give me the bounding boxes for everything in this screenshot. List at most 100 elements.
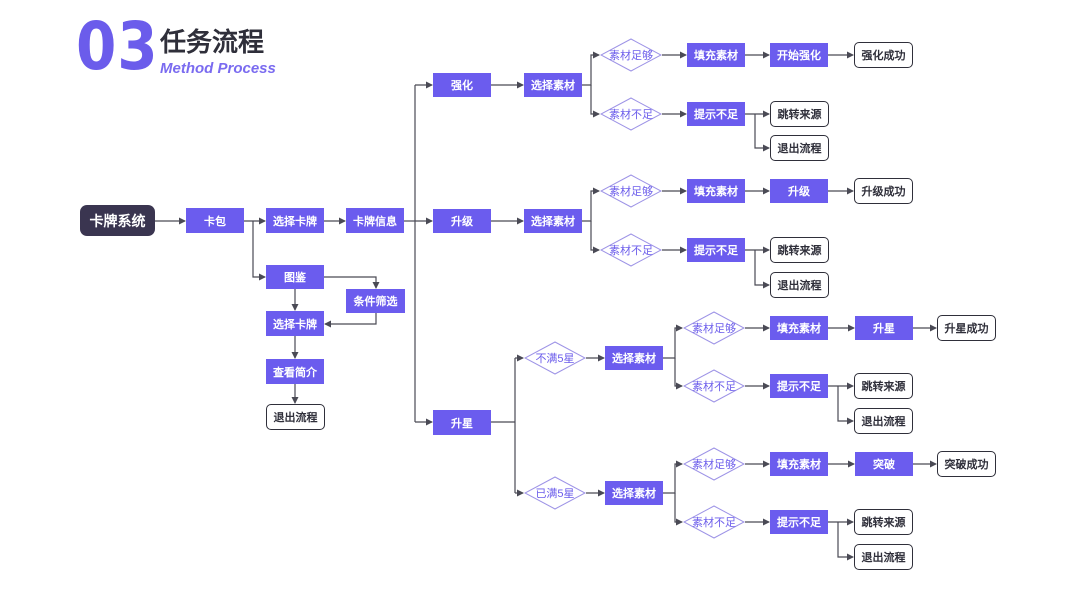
connector: [754, 250, 770, 289]
node-upgrade-fill: 填充素材: [687, 179, 745, 203]
node-upgrade-select: 选择素材: [524, 209, 582, 233]
section-number: 03: [76, 8, 159, 85]
connector-to-gallery: [252, 221, 266, 281]
node-at-max-execute: 突破: [855, 452, 913, 476]
node-label: 升级: [451, 216, 473, 228]
node-label: 退出流程: [777, 280, 822, 292]
node-label: 卡牌信息: [353, 215, 397, 228]
node-upgrade-jump: 跳转来源: [770, 237, 829, 263]
node-card-pack: 卡包: [186, 208, 244, 233]
node-label: 退出流程: [861, 416, 906, 428]
decision-label: 素材足够: [609, 50, 653, 62]
node-label: 跳转来源: [777, 109, 822, 121]
connector: [754, 114, 770, 152]
node-filter: 条件筛选: [346, 289, 405, 313]
node-enhance-success: 强化成功: [854, 42, 913, 68]
connector: [590, 221, 600, 254]
node-label: 退出流程: [777, 143, 822, 155]
node-below-max-jump: 跳转来源: [854, 373, 913, 399]
decision-enhance-enough: 素材足够: [600, 38, 662, 72]
decision-label: 已满5星: [535, 488, 575, 500]
node-below-max-select: 选择素材: [605, 346, 663, 370]
node-at-max-exit: 退出流程: [854, 544, 913, 570]
node-enhance-jump: 跳转来源: [770, 101, 829, 127]
node-label: 选择卡牌: [273, 318, 317, 331]
node-upgrade-exit: 退出流程: [770, 272, 829, 298]
node-label: 升星: [873, 323, 895, 335]
decision-below-max-enough: 素材足够: [683, 311, 745, 345]
decision-label: 素材不足: [692, 517, 736, 529]
page-title: 任务流程: [160, 27, 265, 57]
node-upgrade: 升级: [433, 209, 491, 233]
node-at-max-fill: 填充素材: [770, 452, 828, 476]
node-upgrade-execute: 升级: [770, 179, 828, 203]
connector: [837, 522, 854, 561]
node-enhance-fill: 填充素材: [687, 43, 745, 67]
decision-label: 素材不足: [609, 109, 653, 121]
page-subtitle: Method Process: [160, 60, 276, 77]
node-gallery-select-card: 选择卡牌: [266, 311, 324, 336]
node-label: 提示不足: [694, 109, 738, 121]
node-label: 强化成功: [861, 50, 906, 62]
connector: [674, 358, 683, 390]
node-label: 提示不足: [694, 245, 738, 257]
node-label: 填充素材: [694, 186, 738, 198]
node-below-max-prompt: 提示不足: [770, 374, 828, 398]
decision-label: 不满5星: [535, 353, 575, 365]
decision-below-max-star: 不满5星: [524, 341, 586, 375]
decision-label: 素材足够: [692, 323, 736, 335]
decision-below-max-insufficient: 素材不足: [683, 369, 745, 403]
node-label: 提示不足: [777, 517, 821, 529]
node-label: 跳转来源: [861, 381, 906, 393]
node-at-max-jump: 跳转来源: [854, 509, 913, 535]
node-label: 选择素材: [531, 80, 575, 92]
node-at-max-success: 突破成功: [937, 451, 996, 477]
connector: [663, 324, 683, 359]
node-label: 选择卡牌: [273, 215, 317, 228]
decision-at-max-insufficient: 素材不足: [683, 505, 745, 539]
node-label: 跳转来源: [861, 517, 906, 529]
node-gallery-exit: 退出流程: [266, 404, 325, 430]
node-upgrade-success: 升级成功: [854, 178, 913, 204]
node-label: 查看简介: [273, 366, 317, 379]
node-label: 选择素材: [612, 353, 656, 365]
connector: [582, 51, 600, 86]
decision-label: 素材不足: [609, 245, 653, 257]
node-label: 选择素材: [612, 488, 656, 500]
connector: [837, 386, 854, 425]
decision-enhance-insufficient: 素材不足: [600, 97, 662, 131]
node-enhance-select: 选择素材: [524, 73, 582, 97]
node-below-max-exit: 退出流程: [854, 408, 913, 434]
node-enhance-execute: 开始强化: [770, 43, 828, 67]
connector: [663, 460, 683, 494]
node-label: 图鉴: [284, 272, 306, 284]
connector: [590, 85, 600, 118]
node-label: 突破: [873, 459, 895, 471]
node-card-system: 卡牌系统: [80, 205, 155, 236]
node-gallery: 图鉴: [266, 265, 324, 289]
node-enhance-prompt: 提示不足: [687, 102, 745, 126]
node-label: 提示不足: [777, 381, 821, 393]
node-label: 退出流程: [861, 552, 906, 564]
node-label: 卡牌系统: [89, 212, 146, 229]
decision-label: 素材不足: [692, 381, 736, 393]
node-upgrade-prompt: 提示不足: [687, 238, 745, 262]
node-below-max-fill: 填充素材: [770, 316, 828, 340]
connector: [674, 493, 683, 526]
decision-upgrade-insufficient: 素材不足: [600, 233, 662, 267]
node-at-max-select: 选择素材: [605, 481, 663, 505]
node-label: 跳转来源: [777, 245, 822, 257]
node-label: 升星成功: [944, 323, 989, 335]
decision-at-max-star: 已满5星: [524, 476, 586, 510]
node-label: 退出流程: [273, 412, 318, 424]
node-label: 条件筛选: [353, 296, 398, 308]
node-enhance-exit: 退出流程: [770, 135, 829, 161]
node-label: 升级: [788, 186, 810, 198]
decision-upgrade-enough: 素材足够: [600, 174, 662, 208]
connector: [582, 187, 600, 222]
node-below-max-execute: 升星: [855, 316, 913, 340]
node-label: 升星: [451, 417, 473, 430]
node-enhance: 强化: [433, 73, 491, 97]
node-label: 开始强化: [777, 50, 821, 62]
